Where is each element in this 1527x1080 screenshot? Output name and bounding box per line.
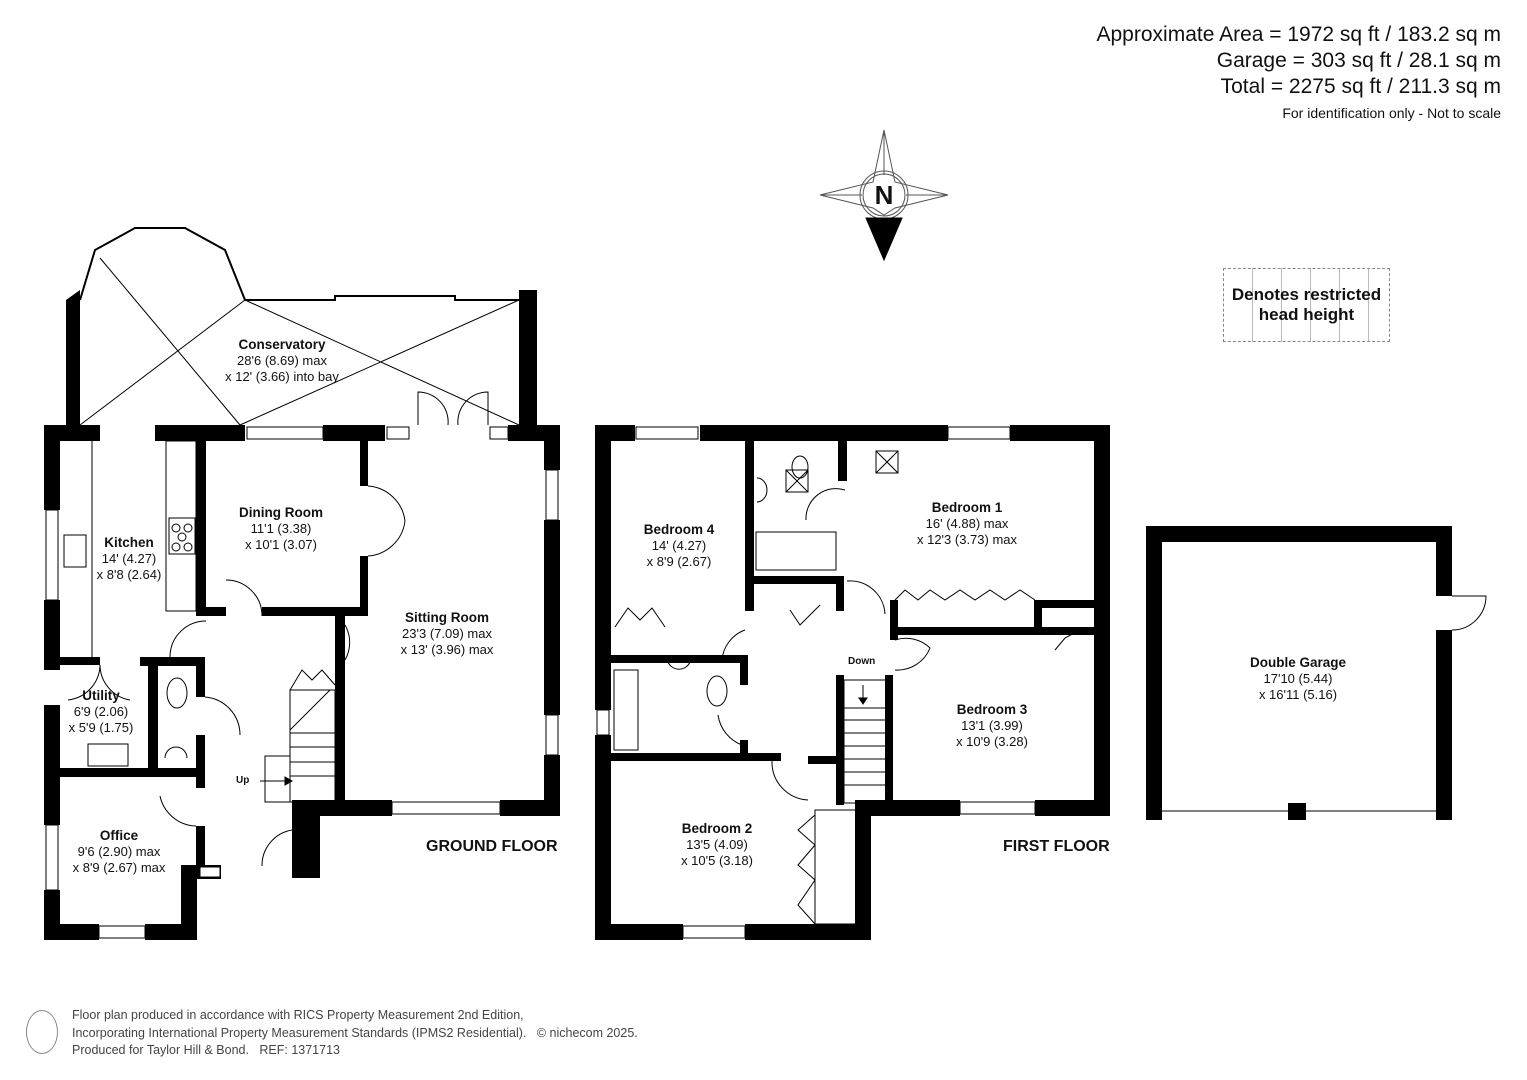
garage-walls [1146,526,1452,820]
room-label-bedroom-4: Bedroom 4 14' (4.27) x 8'9 (2.67) [644,522,715,570]
compass-north-icon: N [874,180,894,210]
room-label-utility: Utility 6'9 (2.06) x 5'9 (1.75) [69,688,134,736]
footer-credits: Floor plan produced in accordance with R… [72,1007,638,1060]
room-name: Bedroom 2 [681,821,753,836]
room-dim: x 13' (3.96) max [400,642,494,657]
first-floor-details [613,450,1081,925]
room-name: Office [99,828,139,843]
footer-line-1: Floor plan produced in accordance with R… [72,1008,524,1022]
room-dim: x 8'8 (2.64) [96,567,162,582]
room-dim: x 8'9 (2.67) [646,554,712,569]
room-dim: 23'3 (7.09) max [402,626,492,641]
ground-floor-title: GROUND FLOOR [426,838,558,855]
room-label-sitting-room: Sitting Room 23'3 (7.09) max x 13' (3.96… [401,610,494,658]
room-label-kitchen: Kitchen 14' (4.27) x 8'8 (2.64) [97,535,162,583]
room-name: Conservatory [238,337,326,352]
room-label-bedroom-1: Bedroom 1 16' (4.88) max x 12'3 (3.73) m… [917,500,1017,548]
first-floor-windows [596,426,1036,939]
garage-area: Garage = 303 sq ft / 28.1 sq m [1216,49,1501,72]
room-label-bedroom-3: Bedroom 3 13'1 (3.99) x 10'9 (3.28) [956,702,1028,750]
room-name: Kitchen [104,535,154,550]
room-label-double-garage: Double Garage 17'10 (5.44) x 16'11 (5.16… [1250,655,1346,703]
footer-line-3: Produced for Taylor Hill & Bond. [72,1043,249,1057]
room-dim: 6'9 (2.06) [73,704,129,719]
room-dim: x 8'9 (2.67) max [72,860,166,875]
compass-rose [819,129,949,262]
scale-note: For identification only - Not to scale [1282,105,1501,121]
footer-ref: REF: 1371713 [259,1043,340,1057]
footer-line-2: Incorporating International Property Mea… [72,1025,527,1040]
room-dim: 14' (4.27) [101,551,157,566]
room-name: Double Garage [1249,655,1347,670]
approximate-area: Approximate Area = 1972 sq ft / 183.2 sq… [1096,23,1502,46]
room-dim: 11'1 (3.38) [250,521,312,536]
room-name: Dining Room [239,505,323,520]
room-label-dining-room: Dining Room 11'1 (3.38) x 10'1 (3.07) [239,505,323,553]
room-label-conservatory: Conservatory 28'6 (8.69) max x 12' (3.66… [225,337,339,385]
room-dim: 17'10 (5.44) [1263,671,1333,686]
restricted-head-height-legend: Denotes restricted head height [1223,268,1390,342]
room-dim: x 10'5 (3.18) [681,853,753,868]
room-dim: x 10'1 (3.07) [245,537,317,552]
stairs-down-label: Down [848,656,876,667]
first-floor-walls [595,425,1110,940]
legend-line-1: Denotes restricted [1231,285,1382,304]
room-name: Utility [82,688,120,703]
room-dim: 9'6 (2.90) max [77,844,161,859]
footer-copyright: © nichecom 2025. [536,1025,638,1040]
area-summary: Approximate Area = 1972 sq ft / 183.2 sq… [1097,22,1502,124]
room-dim: 28'6 (8.69) max [237,353,327,368]
room-label-office: Office 9'6 (2.90) max x 8'9 (2.67) max [73,828,166,876]
room-dim: 14' (4.27) [651,538,707,553]
room-name: Bedroom 4 [643,522,715,537]
room-dim: 13'5 (4.09) [686,837,748,852]
ground-floor-windows [45,426,559,939]
room-name: Sitting Room [404,610,489,625]
room-dim: 13'1 (3.99) [961,718,1023,733]
room-dim: x 10'9 (3.28) [956,734,1028,749]
person-scale-icon [26,1010,58,1054]
stairs-up-label: Up [236,775,250,786]
ground-floor-walls [44,290,560,940]
room-dim: x 5'9 (1.75) [68,720,134,735]
room-dim: x 12'3 (3.73) max [916,532,1018,547]
first-floor-title: FIRST FLOOR [1003,838,1110,855]
room-dim: x 16'11 (5.16) [1258,687,1338,702]
room-name: Bedroom 3 [956,702,1028,717]
ground-floor-details [63,227,520,867]
room-dim: x 12' (3.66) into bay [225,369,339,384]
room-dim: 16' (4.88) max [925,516,1009,531]
total-area: Total = 2275 sq ft / 211.3 sq m [1220,75,1501,98]
legend-line-2: head height [1258,305,1355,324]
room-name: Bedroom 1 [931,500,1003,515]
room-label-bedroom-2: Bedroom 2 13'5 (4.09) x 10'5 (3.18) [681,821,753,869]
